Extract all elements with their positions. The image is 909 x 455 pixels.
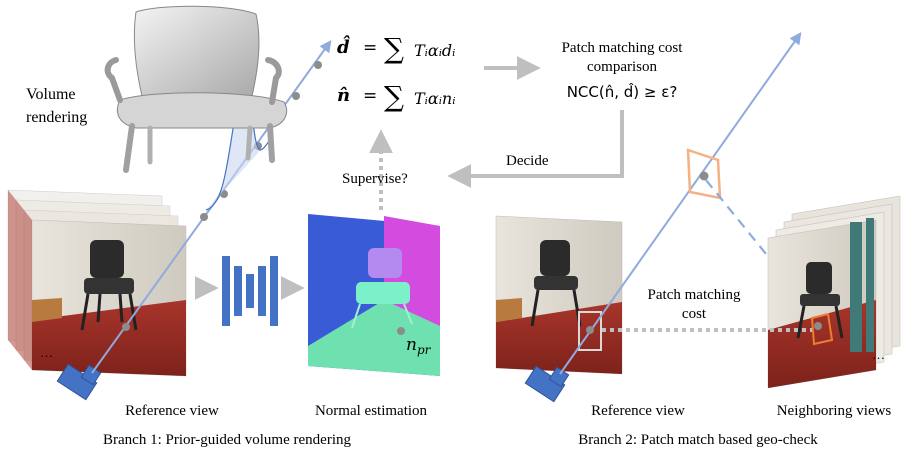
ref-pixel-point [586,326,594,334]
neighboring-views-caption: Neighboring views [777,403,892,419]
ncc-expression: NCC(n̂, d̂) ≥ ε? [567,82,678,101]
supervise-label: Supervise? [342,171,408,187]
n-hat-symbol: n̂ [337,85,350,106]
normal-map [308,214,440,376]
neighboring-image-stack [767,195,901,389]
ray-right [559,32,802,375]
neighbor-pixel-point [814,322,822,330]
normal-estimation-caption: Normal estimation [315,403,428,419]
ellipsis-left: … [40,345,53,360]
branch1-caption: Branch 1: Prior-guided volume rendering [103,432,351,448]
photo-chair-left [80,240,138,331]
volume-rendering-label-2: rendering [26,109,87,126]
reconstructed-chair [104,5,288,173]
sum-n: ∑ [384,80,404,113]
ref-patch-box [578,311,602,351]
neighbor-patch-box [810,312,834,346]
patch-matching-label-2: cost [682,306,707,322]
reference-image-stack-left: … [7,189,187,377]
decide-label: Decide [506,153,549,169]
normal-network [222,256,278,326]
volume-rendering-label-1: Volume [26,86,75,103]
ellipsis-right: … [872,347,885,362]
equals-d: = [363,38,377,58]
reference-view-right-caption: Reference view [591,403,685,419]
reference-image-right [495,215,623,375]
d-rhs: Tᵢαᵢdᵢ [414,41,455,60]
surface-point [699,171,709,181]
rendering-equations: d̂ = ∑ Tᵢαᵢdᵢ n̂ = ∑ Tᵢαᵢnᵢ [337,32,455,113]
projection-ray [705,179,819,319]
branch2-caption: Branch 2: Patch match based geo-check [578,432,818,448]
equals-n: = [363,86,377,106]
sum-d: ∑ [384,32,404,65]
n-rhs: Tᵢαᵢnᵢ [414,89,455,108]
patch-cost-comparison-2: comparison [587,59,657,75]
camera-right [524,365,570,403]
d-hat-symbol: d̂ [337,34,350,58]
reference-view-left-caption: Reference view [125,403,219,419]
n-pr-label: npr [406,335,432,357]
decide-arrow [447,110,624,188]
patch-matching-label-1: Patch matching [648,287,741,303]
patch-cost-comparison-1: Patch matching cost [562,40,684,56]
